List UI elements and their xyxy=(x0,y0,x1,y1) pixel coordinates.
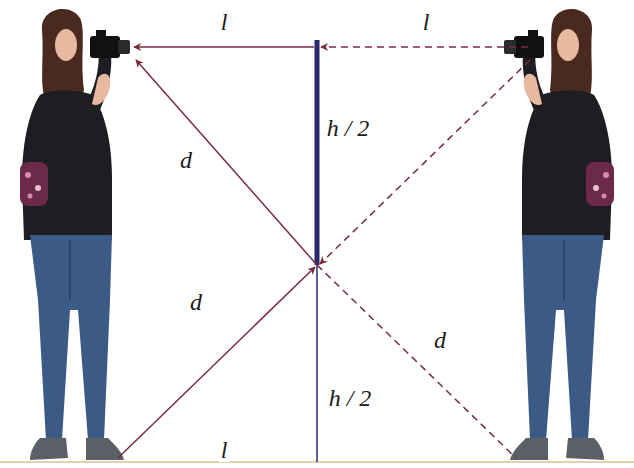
dimension-label: l xyxy=(421,10,432,34)
dimension-label: d xyxy=(432,328,448,352)
dimension-label: l xyxy=(219,10,230,34)
mirror xyxy=(315,40,320,265)
dimension-label: l xyxy=(219,438,230,462)
virtual-ray xyxy=(317,265,516,458)
dimension-label: h / 2 xyxy=(327,386,374,410)
virtual-ray xyxy=(321,46,528,48)
photographer-reflection xyxy=(504,9,614,460)
virtual-ray xyxy=(320,60,530,264)
dimension-label: d xyxy=(178,148,194,172)
light-ray xyxy=(136,60,317,265)
dimension-label: d xyxy=(188,290,204,314)
light-ray xyxy=(134,46,314,48)
dimension-label: h / 2 xyxy=(325,116,372,140)
mirror-axis xyxy=(316,265,318,462)
photographer-figure xyxy=(20,9,130,460)
light-ray xyxy=(118,267,315,458)
